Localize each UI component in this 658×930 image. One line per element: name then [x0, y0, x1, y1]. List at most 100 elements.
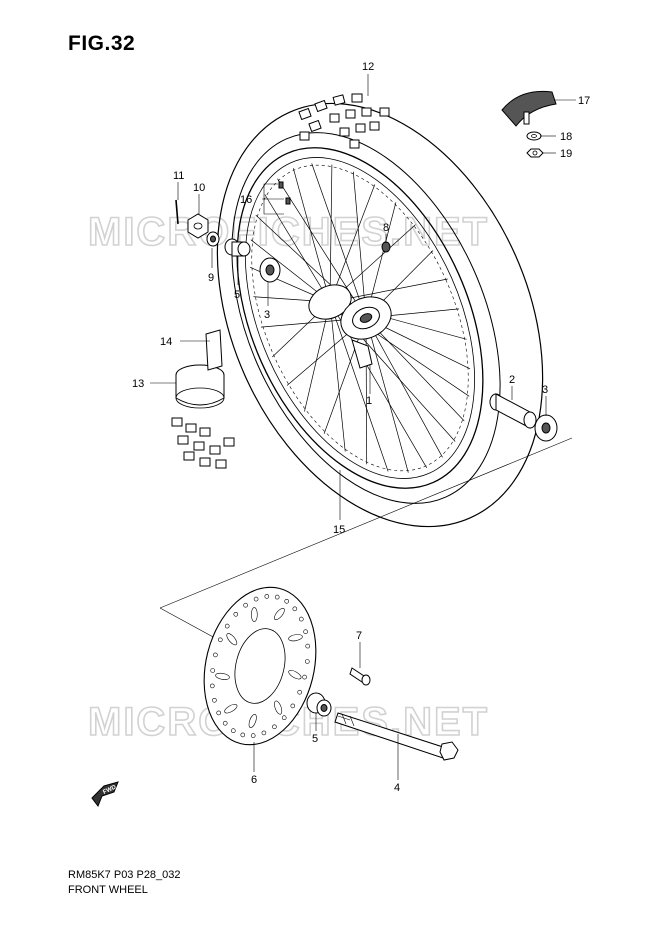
disc-slot — [274, 700, 283, 715]
bolt-7 — [349, 667, 371, 686]
rim-tape-14 — [205, 329, 223, 371]
disc-hole — [272, 724, 277, 730]
disc-hole — [218, 637, 223, 643]
spacer-5-top — [224, 238, 251, 257]
spoke — [365, 317, 443, 458]
disc-hole — [222, 720, 228, 726]
fwd-arrow-icon: FWD — [91, 781, 119, 808]
figure-code: RM85K7 P03 P28_032 — [68, 869, 181, 881]
disc-hole — [297, 689, 303, 695]
disc-hole — [210, 683, 215, 689]
disc-slot — [288, 670, 302, 680]
disc-hole — [210, 668, 215, 673]
leader-lines — [150, 74, 576, 780]
spoke — [329, 184, 376, 303]
disc-hole — [284, 598, 290, 604]
callout-8: 8 — [383, 222, 389, 234]
callout-9: 9 — [208, 272, 214, 284]
callout-16: 16 — [240, 194, 252, 206]
disc-hole — [264, 594, 270, 599]
washer-18 — [526, 131, 542, 141]
callout-12: 12 — [362, 61, 374, 73]
disc-hole — [250, 733, 256, 738]
callout-19: 19 — [560, 148, 572, 160]
disc-hole — [216, 710, 221, 716]
disc-hole — [240, 732, 246, 738]
callout-17: 17 — [578, 95, 590, 107]
rim-lock-13 — [175, 364, 225, 409]
figure-title: FIG.32 — [68, 32, 136, 55]
reference-line-top — [159, 437, 573, 609]
spoke — [264, 194, 331, 303]
spoke — [329, 164, 333, 303]
callout-2: 2 — [509, 374, 515, 386]
disc-hole — [305, 643, 311, 649]
spoke — [352, 171, 367, 319]
callout-6: 6 — [251, 774, 257, 786]
disc-hole — [261, 730, 267, 736]
disc-hole — [253, 596, 259, 602]
figure-name: FRONT WHEEL — [68, 884, 148, 896]
callout-5-bottom: 5 — [312, 733, 318, 745]
spoke — [277, 178, 367, 319]
fwd-label: FWD — [102, 784, 118, 795]
callout-labels: 12 17 18 19 11 10 16 8 9 5 3 14 13 1 2 3… — [132, 61, 590, 794]
tire — [171, 93, 544, 528]
disc-hole — [224, 623, 230, 629]
callout-11: 11 — [173, 170, 184, 182]
spacer-2 — [489, 393, 537, 429]
callout-15: 15 — [333, 524, 345, 536]
disc-hole — [304, 659, 310, 664]
callout-1: 1 — [366, 395, 372, 407]
bearing-3-top — [259, 257, 281, 283]
disc-hole — [213, 652, 218, 658]
disc-hole — [298, 616, 304, 622]
castle-nut-10 — [187, 213, 209, 239]
washer-9 — [206, 231, 220, 247]
axle-4 — [334, 712, 459, 761]
disc-hole — [302, 674, 307, 680]
disc-slot — [251, 607, 258, 622]
callout-13: 13 — [132, 378, 144, 390]
spoke — [329, 301, 389, 472]
disc-slot — [224, 704, 238, 714]
brake-disc-6 — [203, 586, 317, 746]
callout-4: 4 — [394, 782, 400, 794]
disc-slot — [274, 608, 285, 620]
valve-cap-17 — [501, 90, 557, 127]
spoke-nipples-16 — [278, 181, 291, 205]
spoke — [292, 168, 331, 303]
disc-hole — [303, 629, 308, 635]
spoke — [365, 317, 368, 465]
callout-5-top: 5 — [234, 289, 240, 301]
spoke — [365, 317, 409, 473]
disc-slot — [288, 634, 303, 642]
disc-hole — [212, 697, 217, 703]
hub — [308, 284, 392, 369]
disc-hole — [292, 606, 298, 612]
callout-3-right: 3 — [542, 384, 548, 396]
disc-slot — [226, 633, 238, 646]
cotter-pin-11 — [175, 199, 179, 225]
callout-14: 14 — [160, 336, 172, 348]
disc-hole — [231, 728, 236, 734]
bearing-3-right — [534, 414, 558, 442]
nut-19 — [526, 148, 544, 158]
disc-hole — [274, 594, 280, 600]
disc-hole — [290, 703, 296, 709]
disc-hole — [243, 602, 248, 608]
callout-18: 18 — [560, 131, 572, 143]
spoke — [304, 301, 331, 412]
bolt-8 — [381, 241, 391, 253]
spoke — [311, 163, 367, 319]
callout-7: 7 — [356, 630, 362, 642]
callout-3-top: 3 — [264, 309, 270, 321]
disc-hole — [281, 715, 287, 721]
spoke — [329, 301, 346, 452]
disc-slot — [215, 672, 230, 680]
disc-hole — [233, 611, 239, 617]
disc-slot — [248, 714, 257, 728]
callout-10: 10 — [193, 182, 205, 194]
spoke — [365, 317, 465, 422]
